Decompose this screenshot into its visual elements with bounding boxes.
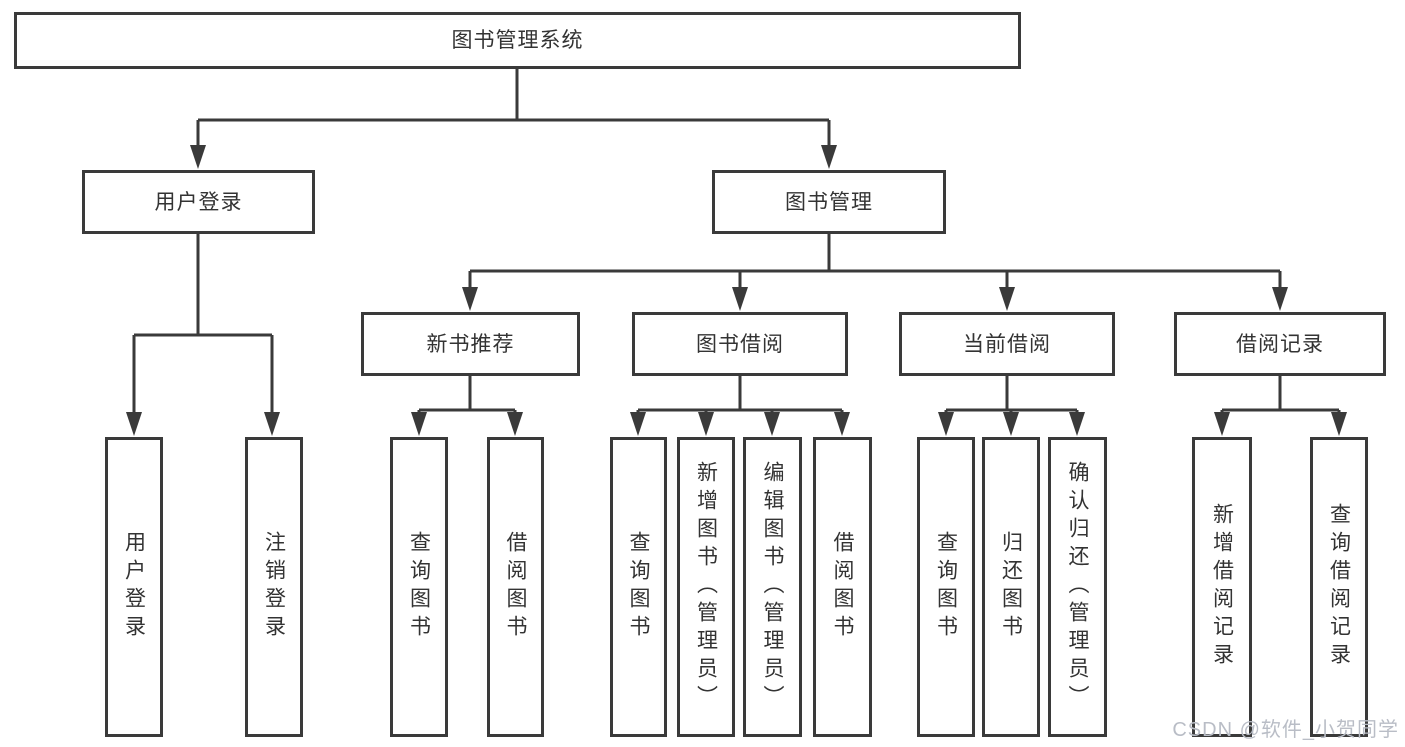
node-bb-borrow-books: 借阅图书 [813, 437, 872, 737]
node-bb-edit-books-admin: 编辑图书（管理员） [743, 437, 802, 737]
node-borrow-records: 借阅记录 [1174, 312, 1386, 376]
node-br-add-record: 新增借阅记录 [1192, 437, 1252, 737]
node-cb-return-books: 归还图书 [982, 437, 1040, 737]
node-cb-query-books: 查询图书 [917, 437, 975, 737]
connector-current-borrow-children [944, 376, 1079, 414]
node-bb-query-books: 查询图书 [610, 437, 667, 737]
node-root: 图书管理系统 [14, 12, 1021, 69]
arrowheads-book-mgmt-children [462, 287, 1288, 311]
connector-root-children [196, 68, 831, 150]
arrowheads-current-borrow-children [938, 412, 1085, 436]
node-cb-confirm-return-admin: 确认归还（管理员） [1048, 437, 1107, 737]
arrowheads-new-book-rec-children [411, 412, 523, 436]
node-bb-add-books-admin: 新增图书（管理员） [677, 437, 735, 737]
connector-book-mgmt-children [468, 233, 1282, 292]
arrowheads-user-login-children [126, 412, 280, 436]
node-user-login: 用户登录 [82, 170, 315, 234]
node-book-borrow: 图书借阅 [632, 312, 848, 376]
node-nb-borrow-books: 借阅图书 [487, 437, 544, 737]
arrowheads-root-children [190, 145, 837, 169]
connector-new-book-rec-children [417, 376, 517, 414]
arrowheads-book-borrow-children [630, 412, 850, 436]
node-current-borrow: 当前借阅 [899, 312, 1115, 376]
node-br-query-record: 查询借阅记录 [1310, 437, 1368, 737]
node-leaf-user-login: 用户登录 [105, 437, 163, 737]
node-book-mgmt: 图书管理 [712, 170, 946, 234]
node-nb-query-books: 查询图书 [390, 437, 448, 737]
connector-book-borrow-children [636, 376, 844, 414]
csdn-watermark: CSDN @软件_小贺同学 [1172, 719, 1399, 741]
node-new-book-rec: 新书推荐 [361, 312, 580, 376]
node-leaf-logout: 注销登录 [245, 437, 303, 737]
connector-borrow-records-children [1220, 376, 1341, 414]
arrowheads-borrow-records-children [1214, 412, 1347, 436]
connector-user-login-children [132, 233, 274, 418]
